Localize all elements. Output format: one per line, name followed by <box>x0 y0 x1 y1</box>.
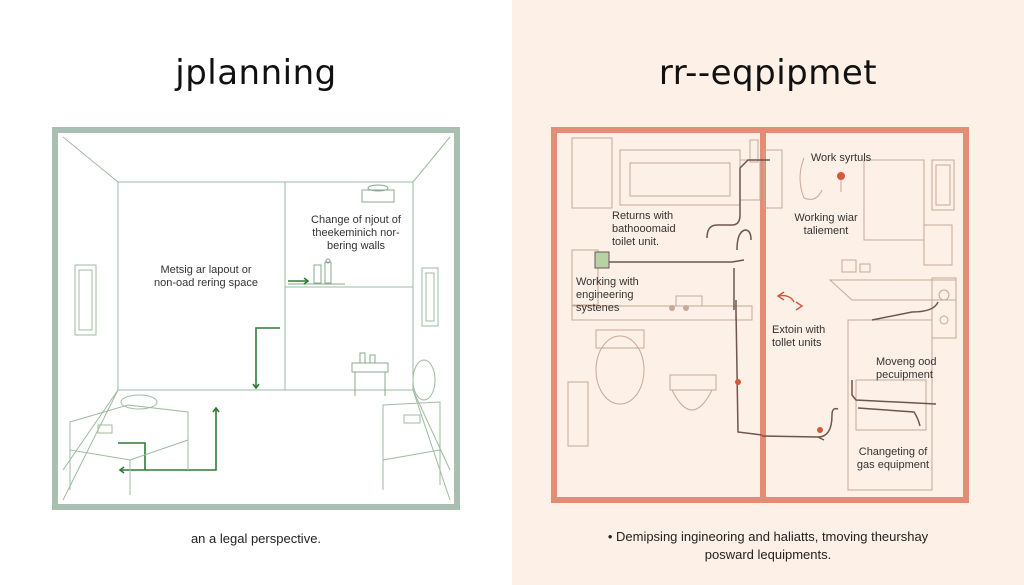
left-frame <box>52 127 460 510</box>
sketch-fixtures <box>567 137 957 491</box>
left-panel: jplanning <box>52 53 460 546</box>
bathtub-icon <box>619 149 741 206</box>
pipe-icon <box>706 159 770 239</box>
right-title: rr--eqpipmet <box>658 53 878 93</box>
sink-icon <box>69 394 189 495</box>
toilet-icon-left <box>595 335 645 405</box>
toilet-icon-right <box>671 389 713 411</box>
left-floorplan <box>52 127 460 510</box>
room-perspective <box>62 136 451 501</box>
toilet-icon <box>382 359 441 490</box>
left-title: jplanning <box>175 53 337 93</box>
green-arrows <box>118 277 310 474</box>
shower-icon <box>799 157 823 200</box>
cabinet-icon <box>571 137 613 209</box>
desk-icon <box>863 159 925 241</box>
right-floorplan <box>551 127 969 503</box>
pipe-lines <box>607 159 939 441</box>
table-icon <box>351 352 389 396</box>
wall-picture-right <box>421 267 439 327</box>
marker-icon <box>837 172 845 180</box>
arrow-icon <box>776 291 804 311</box>
label-work: Work syrtuls <box>810 152 872 164</box>
right-frame <box>551 127 969 503</box>
right-panel: rr--eqpipmet <box>512 0 1024 585</box>
right-caption-line2: posward lequipments. <box>704 547 832 562</box>
wall-cabinet-icon <box>361 184 395 203</box>
shelf-icon <box>288 258 345 285</box>
valve-icon <box>594 251 610 269</box>
wall-picture-left <box>74 264 97 336</box>
right-caption-line1: • Demipsing ingineoring and haliatts, tm… <box>607 529 929 544</box>
left-caption: an a legal perspective. <box>190 531 322 546</box>
